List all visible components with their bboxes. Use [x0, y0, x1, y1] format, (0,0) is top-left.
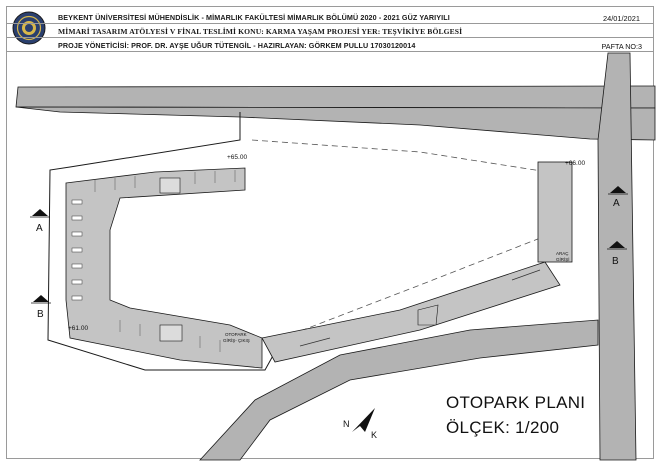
university-seal-icon — [12, 11, 46, 45]
section-a-left-label: A — [36, 223, 43, 234]
plan-title: OTOPARK PLANI — [446, 393, 586, 412]
sheet-frame — [6, 6, 654, 459]
section-b-left-label: B — [37, 309, 44, 320]
core-top — [159, 177, 181, 194]
vehicle-entry-line2: GİRİŞİ — [556, 256, 570, 262]
right-building-block — [537, 161, 573, 263]
date-label: 24/01/2021 — [603, 14, 640, 23]
entrance-ramp — [261, 261, 561, 363]
road-right — [597, 52, 637, 461]
road-top — [15, 85, 656, 109]
section-b-right-label: B — [612, 256, 619, 267]
ramp-arrow-1 — [299, 337, 331, 347]
section-a-right-label: A — [613, 198, 620, 209]
entrance-label: OTOPARK GİRİŞ- ÇIKIŞ — [223, 332, 250, 343]
section-marker-a-left: A — [30, 209, 50, 234]
road-top-diagonal — [15, 106, 656, 141]
level-right: +66.00 — [565, 160, 585, 167]
plan-scale: ÖLÇEK: 1/200 — [446, 418, 560, 437]
north-arrow-icon: N K — [343, 408, 377, 440]
header-divider-3 — [6, 51, 654, 52]
parking-bay-lines — [94, 170, 236, 352]
core-bottom — [159, 324, 183, 342]
header-line-2: MİMARİ TASARIM ATÖLYESİ V FİNAL TESLİMİ … — [58, 27, 463, 36]
entrance-label-line1: OTOPARK — [225, 332, 247, 337]
parking-floorplate — [65, 167, 263, 369]
level-top: +65.00 — [227, 154, 247, 161]
sheet-number: PAFTA NO:3 — [601, 42, 642, 51]
header-line-3: PROJE YÖNETİCİSİ: PROF. DR. AYŞE UĞUR TÜ… — [58, 41, 416, 50]
vehicle-entry-line1: ARAÇ — [556, 251, 569, 256]
section-marker-b-right: B — [607, 241, 627, 267]
header-divider-1 — [6, 23, 654, 24]
ramp-down — [417, 304, 439, 326]
section-marker-a-right: A — [608, 186, 628, 209]
ramp-arrow-2 — [511, 269, 541, 281]
vehicle-entry-label: ARAÇ GİRİŞİ — [556, 251, 570, 262]
building-dashed-outline — [251, 139, 549, 336]
site-boundary — [47, 112, 276, 371]
road-bottom — [199, 319, 599, 461]
level-bottom: +61.00 — [68, 325, 88, 332]
parking-bays-left — [71, 199, 83, 301]
header-divider-2 — [6, 37, 654, 38]
entrance-label-line2: GİRİŞ- ÇIKIŞ — [223, 337, 250, 343]
header-line-1: BEYKENT ÜNİVERSİTESİ MÜHENDİSLİK - MİMAR… — [58, 13, 450, 22]
north-n-label: N — [343, 419, 350, 429]
north-k-label: K — [371, 430, 377, 440]
section-marker-b-left: B — [31, 295, 51, 320]
